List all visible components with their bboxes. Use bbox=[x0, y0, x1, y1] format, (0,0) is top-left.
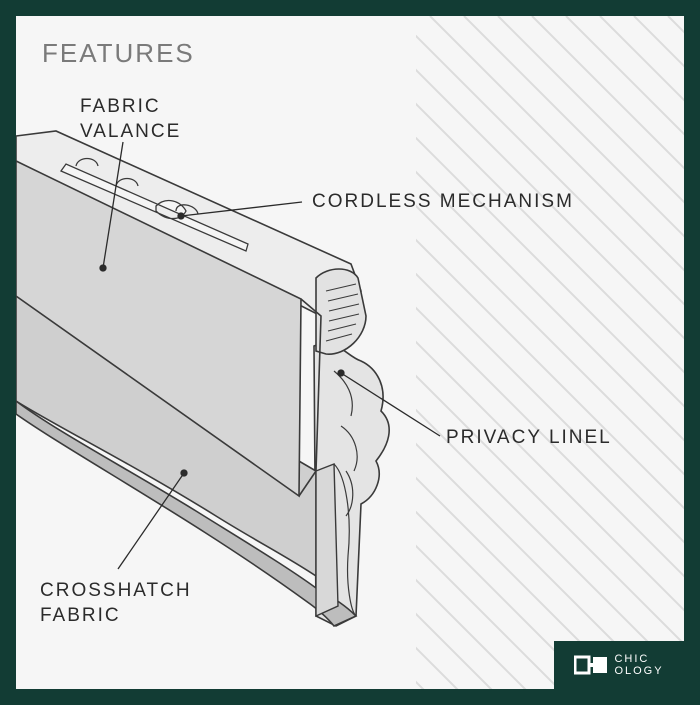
label-fabric-valance-line1: FABRIC bbox=[80, 96, 161, 117]
diagram-frame: FEATURES FABRIC VALANCE CORDLESS MECHANI… bbox=[16, 16, 684, 689]
heading-title: FEATURES bbox=[42, 38, 195, 68]
valance-leader bbox=[102, 141, 124, 269]
crosshatch-fabric-panel bbox=[16, 295, 317, 578]
label-crosshatch-fabric-line1: CROSSHATCH bbox=[40, 580, 192, 601]
brand-logo: CHIC OLOGY bbox=[554, 641, 684, 689]
label-fabric-valance: FABRIC VALANCE bbox=[80, 94, 181, 144]
headrail-end-cap bbox=[315, 268, 367, 355]
bottom-hem bbox=[16, 400, 358, 627]
chicology-logo-icon bbox=[574, 655, 608, 675]
mechanism-leader bbox=[180, 201, 303, 217]
label-crosshatch-fabric-line2: FABRIC bbox=[40, 605, 121, 626]
shade-cutaway-illustration bbox=[16, 16, 684, 689]
brand-line2: OLOGY bbox=[614, 665, 664, 677]
striped-background bbox=[416, 16, 684, 689]
fabric-leader bbox=[117, 472, 185, 570]
label-crosshatch-fabric: CROSSHATCH FABRIC bbox=[40, 578, 192, 628]
cordless-mechanism bbox=[60, 163, 249, 252]
liner-leader bbox=[340, 372, 441, 437]
label-cordless-mechanism: CORDLESS MECHANISM bbox=[312, 191, 574, 212]
label-privacy-liner: PRIVACY LINEL bbox=[446, 427, 612, 448]
brand-wordmark: CHIC OLOGY bbox=[614, 653, 663, 677]
label-fabric-valance-line2: VALANCE bbox=[80, 121, 182, 142]
brand-line1: CHIC bbox=[614, 653, 650, 665]
